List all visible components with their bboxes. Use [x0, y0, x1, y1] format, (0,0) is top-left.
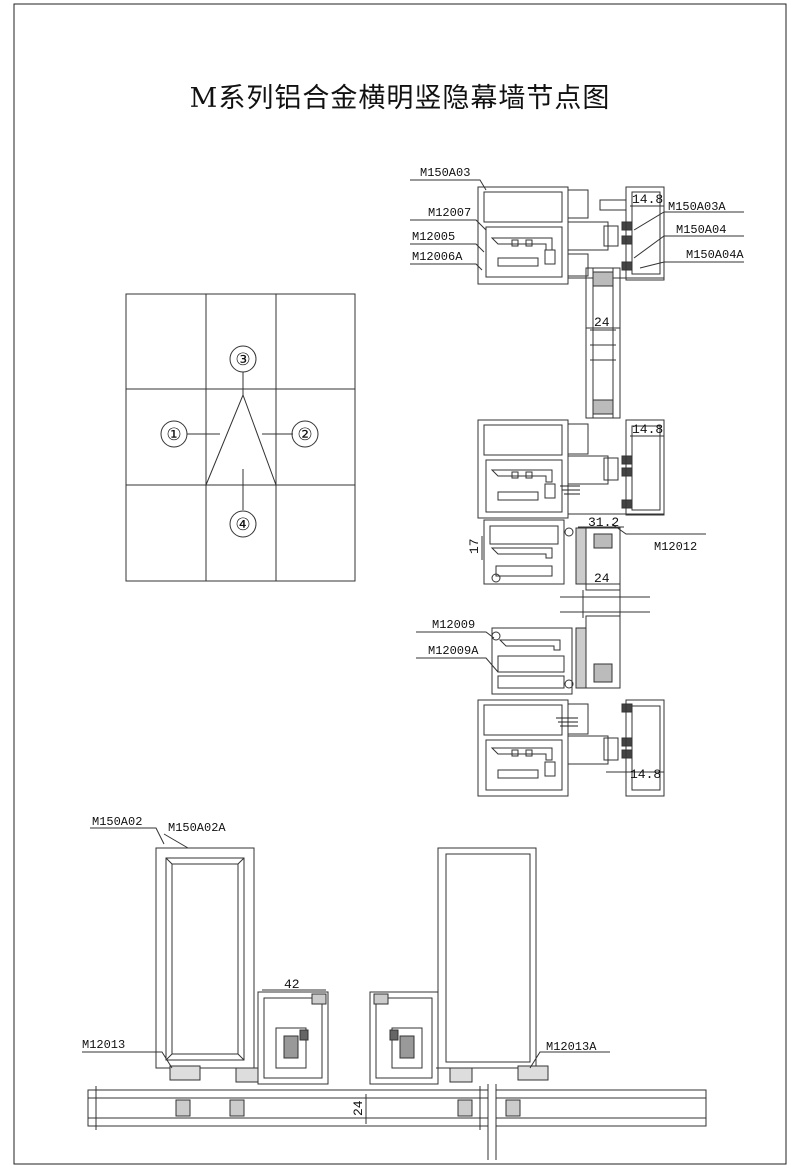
vertical-section [410, 179, 744, 797]
triangle-mark [205, 393, 277, 486]
label-m150a03a: M150A03A [668, 200, 726, 214]
label-m12009: M12009 [432, 618, 475, 632]
dim-17: 17 [467, 538, 482, 554]
marker-text-1: ① [166, 425, 181, 444]
label-m12006a: M12006A [412, 250, 463, 264]
section-marker-2 [291, 420, 319, 448]
key-plan-frame [125, 293, 356, 582]
upper-sash-profile [491, 627, 574, 695]
label-m150a04a: M150A04A [686, 248, 744, 262]
dim-14-8-top: 14.8 [632, 192, 663, 207]
marker-text-2: ② [297, 425, 312, 444]
label-m12012: M12012 [654, 540, 697, 554]
left-sash-bracket [169, 991, 329, 1085]
label-m12007: M12007 [428, 206, 471, 220]
dim-42: 42 [284, 977, 300, 992]
break-lines [560, 590, 650, 618]
bottom-transom-profile [477, 699, 665, 797]
key-plan [125, 293, 356, 582]
horizontal-leaders [82, 827, 610, 1069]
section-marker-3 [229, 345, 257, 373]
left-mullion-profile [155, 847, 255, 1069]
label-m12005: M12005 [412, 230, 455, 244]
drawing-title: M系列铝合金横明竖隐幕墙节点图 [189, 83, 611, 114]
section-marker-4 [229, 510, 257, 538]
middle-transom-profile [477, 419, 665, 519]
glass-pane-upper [585, 267, 621, 419]
dim-24-horizontal: 24 [351, 1100, 366, 1116]
section-marker-1 [160, 420, 188, 448]
label-m150a03: M150A03 [420, 166, 470, 180]
vertical-dim-lines [481, 205, 664, 773]
label-m150a02a: M150A02A [168, 821, 226, 835]
marker-text-4: ④ [235, 515, 250, 534]
lower-sash-profile [483, 519, 621, 591]
right-mullion-profile [436, 847, 538, 1069]
dim-24-b: 24 [594, 571, 610, 586]
label-m12009a: M12009A [428, 644, 479, 658]
glass-strip [87, 1084, 707, 1160]
dim-24-a: 24 [594, 315, 610, 330]
dim-31-2: 31.2 [588, 515, 619, 530]
label-m150a04: M150A04 [676, 223, 726, 237]
top-transom-profile [477, 186, 665, 285]
glass-pane-lower [575, 615, 621, 689]
label-m12013a: M12013A [546, 1040, 597, 1054]
horizontal-section [82, 827, 707, 1160]
sheet-border [13, 3, 787, 1165]
dim-14-8-bot: 14.8 [630, 767, 661, 782]
vertical-leaders [410, 179, 744, 673]
dim-14-8-mid: 14.8 [632, 422, 663, 437]
marker-text-3: ③ [235, 350, 250, 369]
label-m150a02: M150A02 [92, 815, 142, 829]
label-m12013: M12013 [82, 1038, 125, 1052]
right-sash-bracket [369, 991, 549, 1085]
horizontal-dim-lines [262, 989, 367, 1124]
